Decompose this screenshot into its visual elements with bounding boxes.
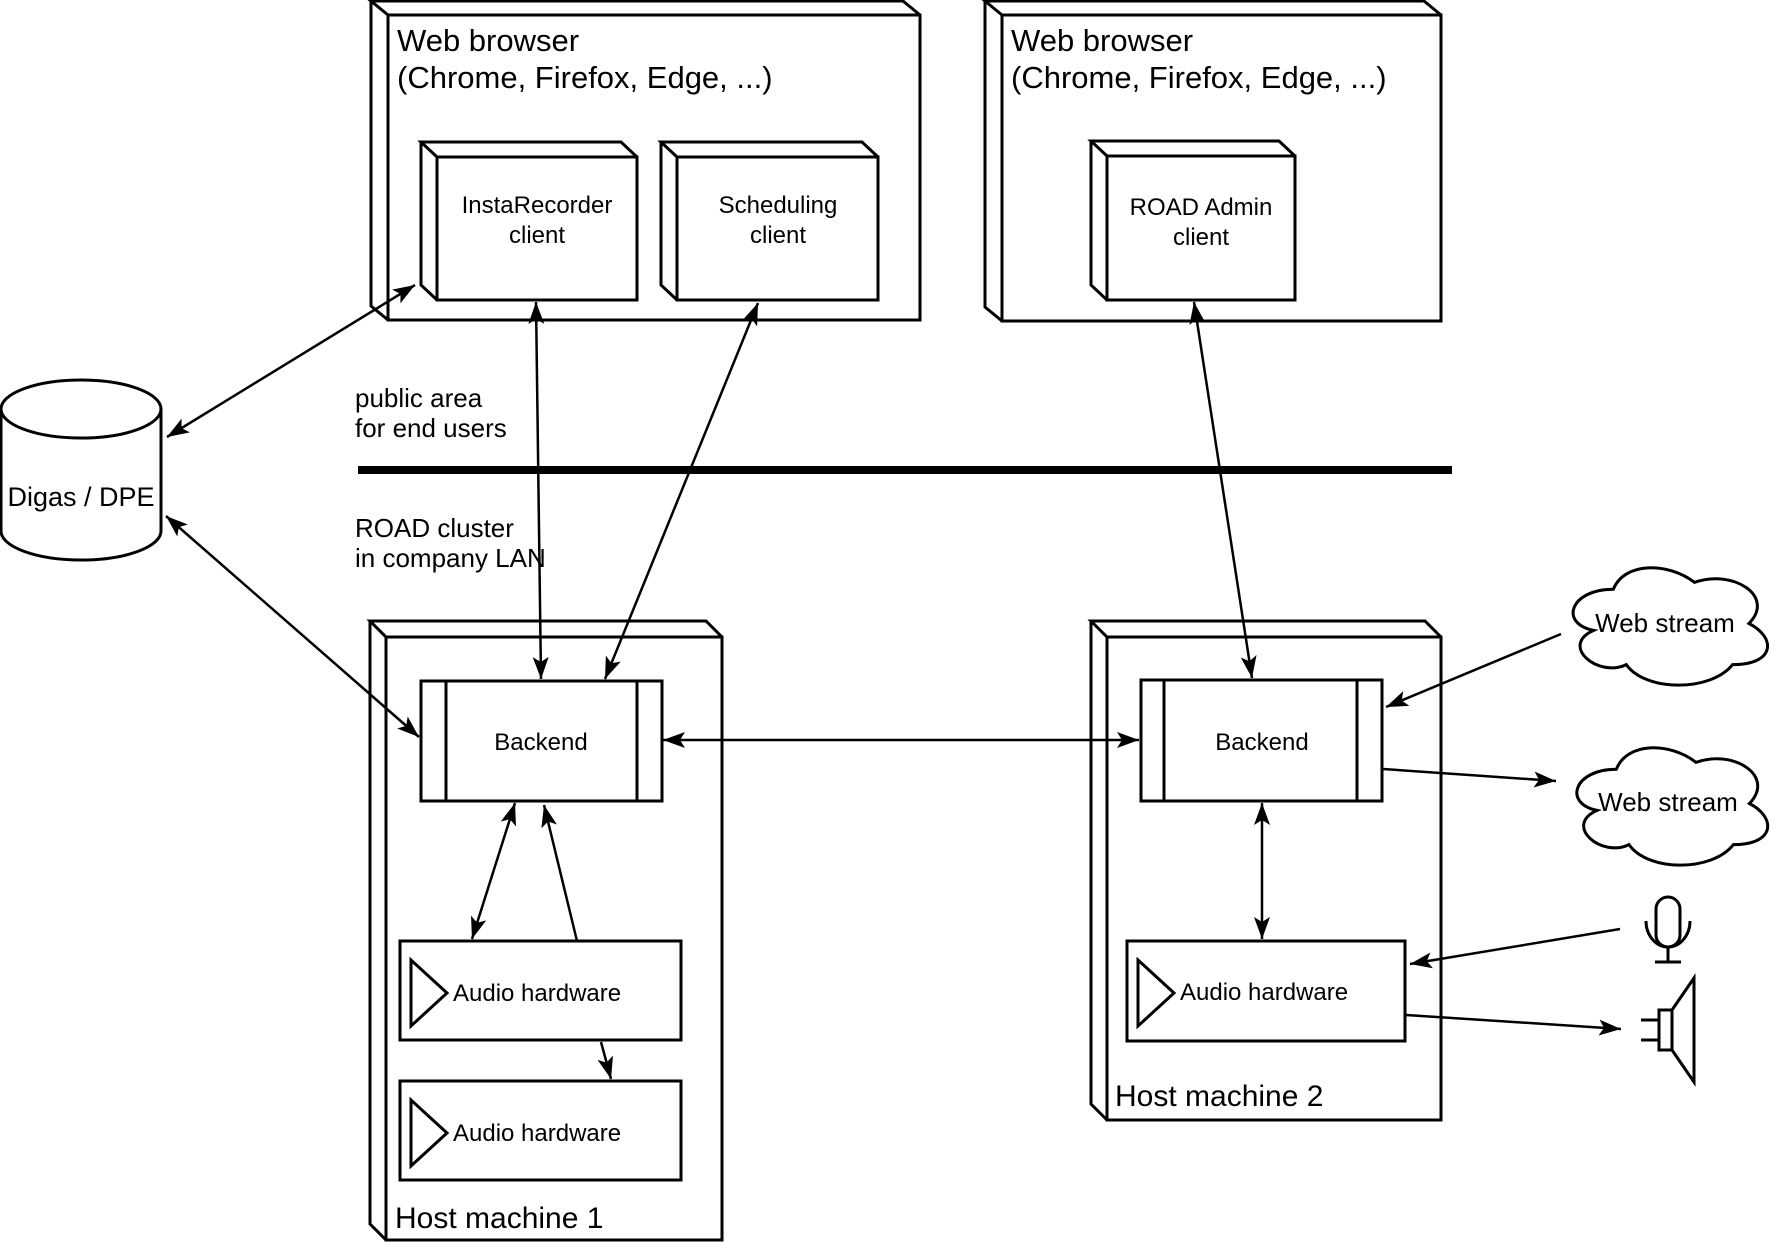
browser-right-title-line1: Web browser bbox=[1011, 23, 1193, 58]
arrow-instarecorder-backend1 bbox=[528, 301, 549, 680]
audio-hardware-2-box bbox=[398, 1079, 683, 1182]
zone-cluster-line2: in company LAN bbox=[355, 543, 546, 573]
backend1-box bbox=[419, 679, 664, 803]
road-admin-client-box bbox=[1105, 154, 1297, 302]
connectors bbox=[165, 283, 1622, 1080]
instarecorder-label-line1: InstaRecorder bbox=[462, 192, 613, 219]
audio-hardware-1-box bbox=[398, 939, 683, 1042]
speaker-icon bbox=[1641, 973, 1696, 1087]
arrow-browser1-digas bbox=[166, 283, 416, 439]
backend1-label: Backend bbox=[494, 729, 587, 756]
backend-component-host2 bbox=[1139, 678, 1384, 803]
database-cylinder-icon bbox=[0, 378, 163, 562]
play-icon bbox=[409, 956, 450, 1030]
database-cylinder-top bbox=[0, 378, 163, 440]
backend2-label: Backend bbox=[1215, 729, 1308, 756]
audio-hardware-1-host1 bbox=[398, 939, 683, 1042]
instarecorder-client-node bbox=[417, 140, 639, 302]
cloud-top-label: Web stream bbox=[1595, 608, 1735, 638]
arrow-cloudtop-backend2 bbox=[1385, 632, 1562, 709]
scheduling-label-line1: Scheduling bbox=[719, 192, 838, 219]
audio-hardware-2-label: Audio hardware bbox=[453, 1120, 621, 1147]
zone-cluster-line1: ROAD cluster bbox=[355, 513, 514, 543]
road-admin-client-node bbox=[1087, 139, 1297, 302]
speaker-horn bbox=[1670, 973, 1696, 1087]
instarecorder-client-box bbox=[435, 155, 639, 302]
arrow-mic-audiohw2 bbox=[1409, 927, 1621, 969]
play-icon bbox=[409, 1096, 450, 1170]
browser-left-title-line1: Web browser bbox=[397, 23, 579, 58]
arrow-audio1-audio2 bbox=[597, 1041, 613, 1080]
backend2-box bbox=[1139, 678, 1384, 803]
host-machine-2-depth bbox=[1087, 619, 1443, 1122]
web-stream-cloud-bottom bbox=[1575, 746, 1770, 867]
audio-hardware-2-host1 bbox=[398, 1079, 683, 1182]
arrow-scheduling-backend1 bbox=[603, 302, 760, 680]
play-icon bbox=[1136, 956, 1177, 1030]
instarecorder-client-depth bbox=[417, 140, 639, 302]
host-machine-2-label: Host machine 2 bbox=[1115, 1080, 1323, 1113]
arrow-backend1-audio1 bbox=[470, 802, 517, 940]
browser-node-right-depth bbox=[981, 0, 1442, 323]
road-admin-label-line2: client bbox=[1173, 224, 1229, 251]
arrow-digas-backend1 bbox=[165, 515, 420, 738]
arrow-roadadmin-backend2 bbox=[1189, 301, 1257, 679]
instarecorder-label-line2: client bbox=[509, 222, 565, 249]
scheduling-client-node bbox=[657, 140, 880, 302]
road-admin-label-line1: ROAD Admin bbox=[1130, 194, 1273, 221]
scheduling-client-box bbox=[675, 155, 880, 302]
scheduling-label-line2: client bbox=[750, 222, 806, 249]
audio-hardware-1-label: Audio hardware bbox=[453, 980, 621, 1007]
microphone-icon bbox=[1644, 895, 1692, 964]
arrow-audio1-backend1 bbox=[541, 804, 579, 942]
host-machine-1-label: Host machine 1 bbox=[395, 1202, 603, 1235]
database-label: Digas / DPE bbox=[7, 482, 154, 512]
browser-right-title-line2: (Chrome, Firefox, Edge, ...) bbox=[1011, 60, 1387, 95]
zone-public-line2: for end users bbox=[355, 413, 507, 443]
zone-public-line1: public area bbox=[355, 383, 483, 413]
arrow-audiohw2-speaker bbox=[1405, 1013, 1622, 1036]
database-cylinder-body bbox=[0, 409, 163, 562]
audio-hardware-host2-label: Audio hardware bbox=[1180, 979, 1348, 1006]
labels: Web browser (Chrome, Firefox, Edge, ...)… bbox=[7, 23, 1737, 1235]
microphone-capsule bbox=[1654, 895, 1682, 949]
web-stream-cloud-top bbox=[1571, 566, 1770, 687]
backend-component-host1 bbox=[419, 679, 664, 803]
browser-left-title-line2: (Chrome, Firefox, Edge, ...) bbox=[397, 60, 773, 95]
scheduling-client-depth bbox=[657, 140, 880, 302]
audio-hardware-host2 bbox=[1125, 939, 1407, 1043]
arrow-backend2-cloudbottom bbox=[1382, 767, 1557, 788]
speaker-body bbox=[1657, 1008, 1674, 1052]
cloud-bottom-label: Web stream bbox=[1598, 787, 1738, 817]
road-admin-client-depth bbox=[1087, 139, 1297, 302]
